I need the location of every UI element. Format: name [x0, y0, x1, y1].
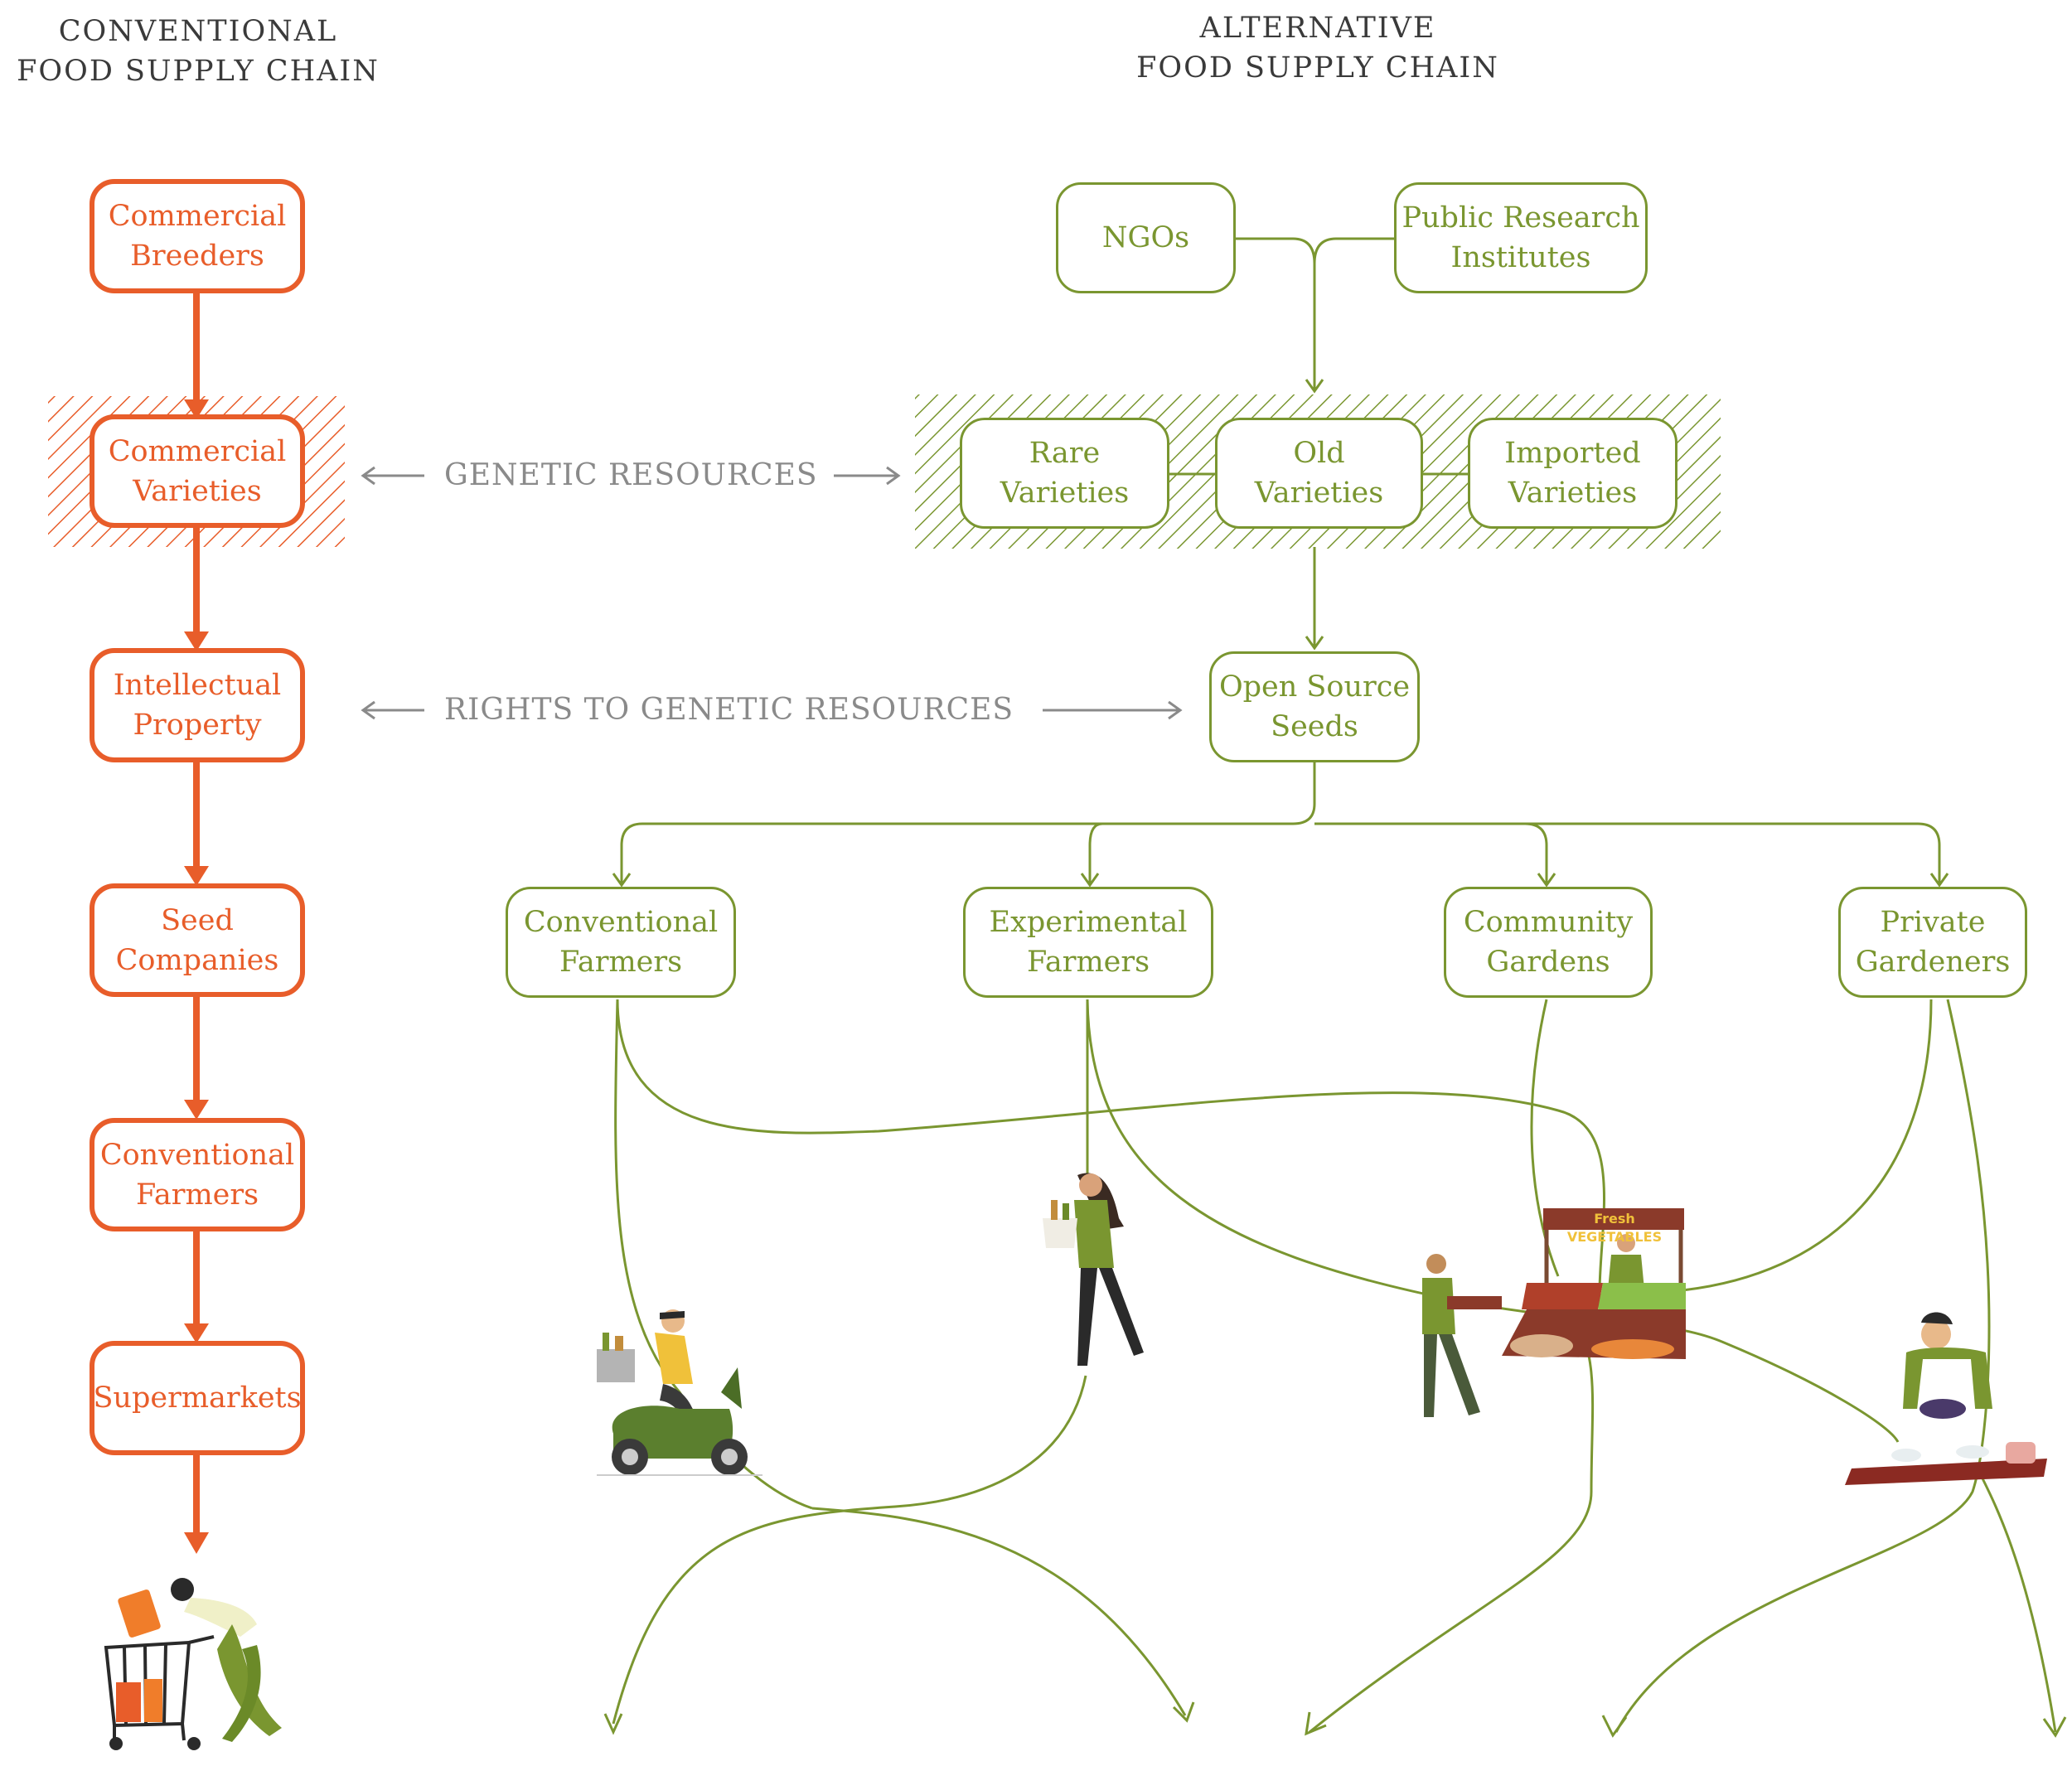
intellectual-property-node: Intellectual Property: [90, 648, 305, 762]
commercial-breeders-node: Commercial Breeders: [90, 179, 305, 293]
conventional-chain-title: CONVENTIONAL FOOD SUPPLY CHAIN: [17, 15, 380, 88]
ngos-node: NGOs: [1056, 182, 1236, 293]
experimental-farmers-node: Experimental Farmers: [963, 887, 1213, 998]
scooter-illustration: [597, 1309, 762, 1476]
market-sign: Fresh VEGETABLES: [1566, 1211, 1663, 1245]
shopper-illustration: [104, 1578, 282, 1750]
alternative-chain-title: ALTERNATIVE FOOD SUPPLY CHAIN: [1136, 12, 1499, 85]
walking-woman-illustration: [1043, 1173, 1144, 1366]
private-gardeners-node: Private Gardeners: [1838, 887, 2027, 998]
supermarkets-node: Supermarkets: [90, 1341, 305, 1455]
chef-illustration: [1845, 1312, 2047, 1485]
community-gardens-node: Community Gardens: [1444, 887, 1653, 998]
market-stall-illustration: [1422, 1208, 1686, 1417]
open-source-seeds-node: Open Source Seeds: [1209, 651, 1420, 762]
rare-varieties-node: Rare Varieties: [960, 418, 1169, 529]
seed-companies-node: Seed Companies: [90, 883, 305, 997]
conventional-farmers-alt-node: Conventional Farmers: [506, 887, 736, 998]
commercial-varieties-node: Commercial Varieties: [90, 414, 305, 528]
old-varieties-node: Old Varieties: [1215, 418, 1423, 529]
conventional-chain-arrows: [184, 293, 209, 1554]
genetic-resources-label: GENETIC RESOURCES: [444, 458, 818, 492]
public-research-institutes-node: Public Research Institutes: [1394, 182, 1648, 293]
relation-arrows: [361, 466, 1183, 720]
rights-to-genetic-resources-label: RIGHTS TO GENETIC RESOURCES: [444, 693, 1014, 727]
conventional-farmers-node: Conventional Farmers: [90, 1118, 305, 1231]
imported-varieties-node: Imported Varieties: [1468, 418, 1677, 529]
